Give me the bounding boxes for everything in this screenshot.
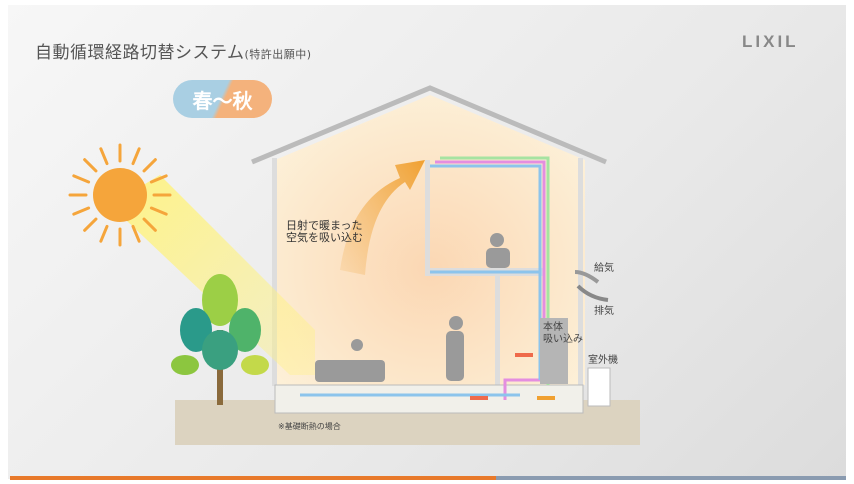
foundation (274, 384, 584, 414)
tree-icon (171, 274, 269, 405)
sun-ray (83, 217, 98, 232)
sun-annotation: 日射で暖まった空気を吸い込む (286, 220, 363, 244)
footnote: ※基礎断熱の場合 (278, 422, 341, 431)
sun-ray (99, 224, 109, 243)
sun-icon (68, 143, 172, 247)
left-wall (272, 158, 277, 386)
unit-label-line1: 本体 (543, 322, 563, 333)
unit-label-line2: 吸い込み (543, 334, 583, 345)
sun-ray (72, 206, 91, 216)
sun-annotation-line1: 日射で暖まった (286, 219, 363, 232)
warm-air-arrow (340, 160, 425, 275)
interior-wall (425, 160, 430, 268)
sun-ray (142, 217, 157, 232)
roof (251, 85, 607, 165)
season-badge: 春〜秋 (173, 80, 272, 118)
title-note: (特許出願中) (244, 48, 312, 61)
exhaust-arrow (576, 284, 609, 302)
page-title: 自動循環経路切替システム(特許出願中) (35, 38, 312, 63)
sun-ray (131, 224, 141, 243)
outdoor-unit-label: 室外機 (588, 355, 618, 366)
bottom-bar-orange (10, 476, 496, 480)
interior-wall (495, 276, 500, 386)
people-silhouettes (315, 233, 510, 382)
bottom-bar-blue (496, 476, 846, 480)
ventilation-unit (540, 318, 568, 384)
exhaust-label: 排気 (594, 306, 614, 317)
supply-label: 給気 (594, 263, 614, 274)
sun-annotation-line2: 空気を吸い込む (286, 231, 363, 244)
unit-label: 本体吸い込み (543, 322, 583, 346)
lixil-logo: LIXIL (742, 32, 799, 51)
sun-ray (83, 158, 98, 173)
sun-ray (149, 174, 168, 184)
sun-ray (142, 158, 157, 173)
title-text: 自動循環経路切替システム (35, 43, 245, 63)
sun-ray (149, 206, 168, 216)
sunlight-beam (110, 175, 315, 375)
sun-ray (131, 147, 141, 166)
sun-ray (99, 147, 109, 166)
sun-ray (72, 174, 91, 184)
supply-arrow (574, 270, 600, 284)
outdoor-unit-box (587, 367, 611, 407)
